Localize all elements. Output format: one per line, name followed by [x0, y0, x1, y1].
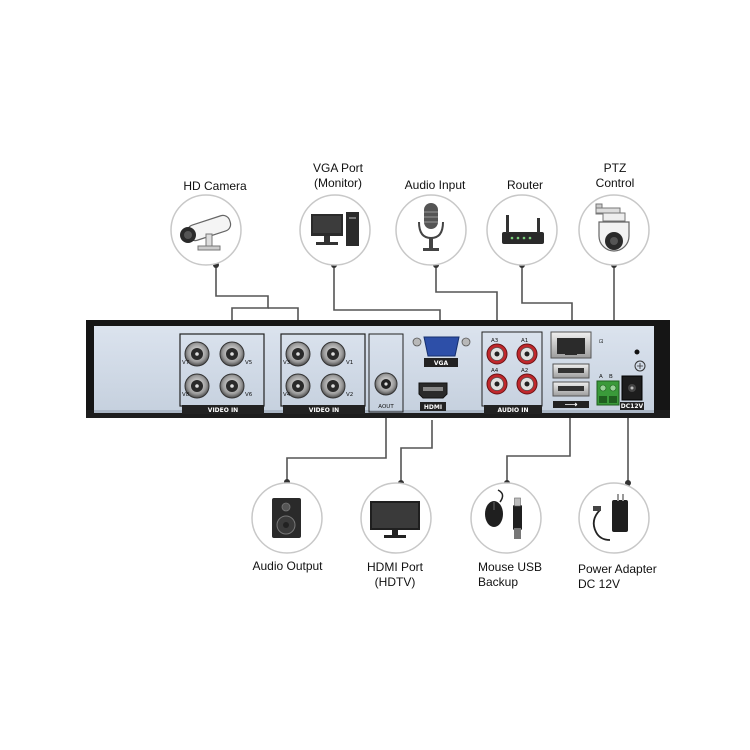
audio-input-label: Audio Input — [404, 178, 466, 192]
line-hdmi — [400, 420, 433, 483]
power-adapter-icon — [592, 494, 628, 541]
video-right-bnc-label-3: V4 — [283, 392, 291, 398]
power-port: DC12V — [620, 349, 646, 410]
video-left-bnc-label-4: V6 — [245, 392, 253, 398]
audio-input-circle — [395, 194, 467, 266]
rca-label-1: A3 — [491, 338, 499, 344]
vga-label: VGA — [434, 360, 449, 367]
video-left-bnc-3: V8 — [182, 373, 210, 399]
power-adapter-circle — [578, 482, 650, 554]
line-usb — [506, 418, 571, 483]
rca-label-2: A1 — [521, 338, 528, 344]
video-left-bnc-1: V7 — [182, 341, 210, 367]
router-icon — [502, 215, 544, 244]
mouse-usb-circle — [470, 482, 542, 554]
audio-out-port: AOUT — [368, 333, 404, 413]
video-right-bnc-1: V3 — [283, 341, 311, 367]
video-left-bnc-label-3: V8 — [182, 392, 190, 398]
hdmi-label: HDMI — [424, 404, 442, 411]
vga-monitor-circle — [299, 194, 371, 266]
hd-camera-label: HD Camera — [183, 179, 247, 193]
rca-label-3: A4 — [491, 368, 499, 374]
audio-in-label: AUDIO IN — [498, 407, 529, 414]
ptz-terminal: A B — [596, 374, 620, 406]
video-right-bnc-3: V4 — [283, 373, 311, 399]
mouse-usb-icon — [485, 489, 522, 539]
line-audio-input — [435, 265, 498, 334]
video-in-label-2: VIDEO IN — [309, 407, 339, 414]
video-in-label-1: VIDEO IN — [208, 407, 238, 414]
svg-text:B: B — [609, 374, 613, 380]
speaker-icon — [272, 498, 301, 538]
line-audio-output — [286, 400, 387, 482]
monitor-pc-icon — [311, 212, 359, 246]
audio-output-label: Audio Output — [252, 559, 323, 573]
microphone-icon — [418, 203, 444, 251]
hdmi-tv-circle — [360, 482, 432, 554]
rca-jack-2: A1 — [516, 338, 538, 365]
hd-camera-circle — [170, 194, 242, 266]
video-right-bnc-2: V1 — [320, 341, 353, 367]
audio-output-circle — [251, 482, 323, 554]
rca-jack-1: A3 — [486, 338, 508, 365]
router-label: Router — [506, 178, 544, 192]
ptz-control-circle — [578, 194, 650, 266]
svg-text:⊡: ⊡ — [599, 339, 604, 345]
vga-port-label: VGA Port(Monitor) — [312, 161, 364, 190]
video-right-bnc-label-2: V1 — [346, 360, 353, 366]
vga-port: VGA — [412, 336, 471, 367]
video-left-bnc-4: V6 — [219, 373, 253, 399]
hdmi-port-label: HDMI Port(HDTV) — [366, 560, 423, 589]
audio-out-label: AOUT — [378, 404, 394, 410]
hdmi-port: HDMI — [418, 382, 448, 411]
hd-camera-icon — [180, 214, 232, 251]
video-right-bnc-label-1: V3 — [283, 360, 291, 366]
power-label: DC12V — [621, 403, 644, 410]
tv-icon — [370, 501, 420, 538]
video-right-bnc-4: V2 — [320, 373, 353, 399]
video-left-bnc-label-1: V7 — [182, 360, 190, 366]
video-right-bnc-label-4: V2 — [346, 392, 353, 398]
rca-jack-4: A2 — [516, 368, 538, 395]
line-hd-camera — [215, 265, 269, 333]
video-left-bnc-label-2: V5 — [245, 360, 253, 366]
lan-usb-group: ⊡ — [550, 331, 604, 408]
line-router — [521, 265, 573, 332]
rca-jack-3: A4 — [486, 368, 508, 395]
svg-text:A: A — [599, 374, 603, 380]
router-circle — [486, 194, 558, 266]
video-left-bnc-2: V5 — [219, 341, 253, 367]
ptz-camera-icon — [595, 203, 630, 252]
rca-label-4: A2 — [521, 368, 528, 374]
